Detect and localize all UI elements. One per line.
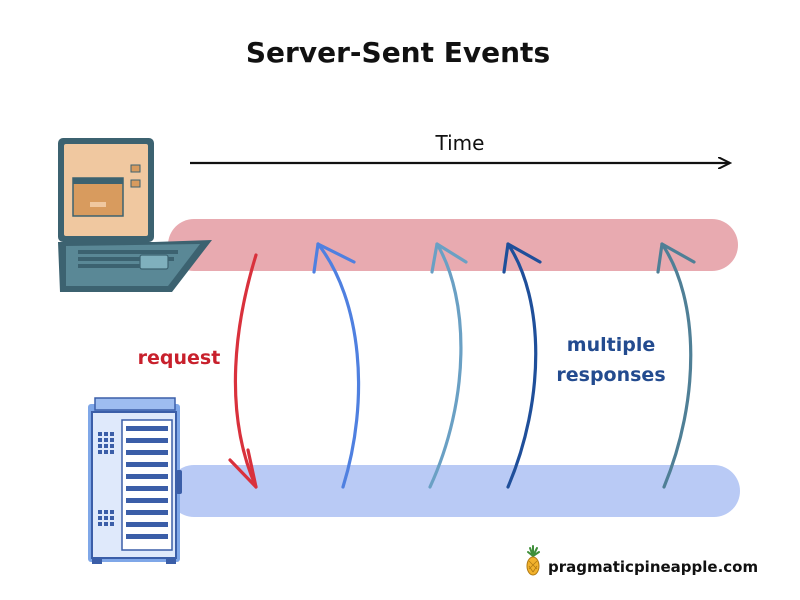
response-arrow [502,242,542,489]
response-arrow [656,242,696,489]
diagram-title: Server-Sent Events [246,36,550,69]
responses-label-line2: responses [556,364,665,386]
response-arrow [428,242,468,489]
pineapple-icon [526,545,540,576]
site-url: pragmaticpineapple.com [548,558,758,576]
request-label: request [138,347,221,369]
response-arrow [312,242,361,489]
footer: pragmaticpineapple.com [526,545,758,576]
time-axis: Time [190,131,730,163]
request-arrow [228,253,258,489]
responses-label-line1: multiple [567,334,655,356]
server-lane [168,465,740,517]
laptop-icon [58,138,212,292]
time-label: Time [435,131,485,155]
client-lane [168,219,738,271]
server-rack-icon [88,397,182,564]
